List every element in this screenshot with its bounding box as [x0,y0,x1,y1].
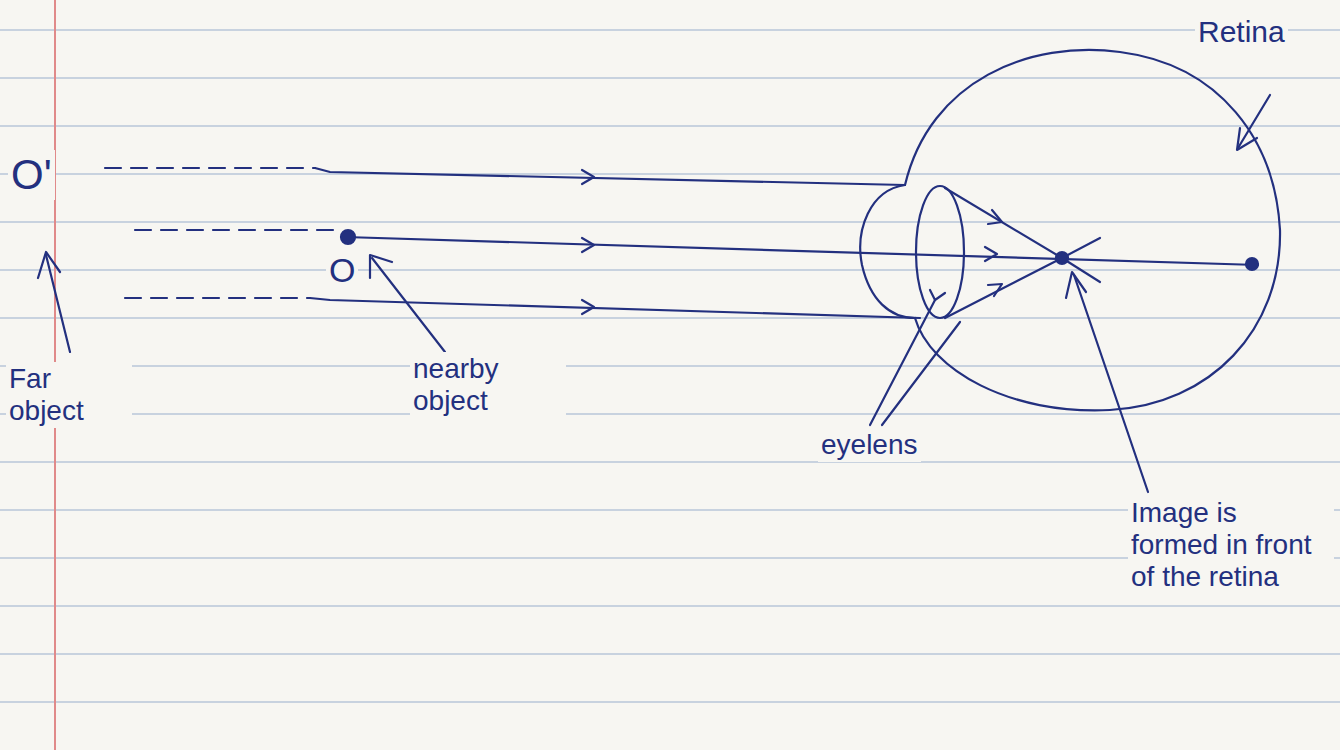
part-label: eyelens [818,428,921,462]
callout-note: Image is formed in front of the retina [1128,496,1334,595]
ink-drawing [38,50,1280,492]
object-marker: O [326,250,358,291]
object-label: nearby object [410,352,566,418]
object-marker: O' [8,150,55,200]
focus-point [1056,252,1068,264]
leader-lines [38,95,1270,492]
eye-lens [916,186,964,318]
paper-ruling [0,30,1340,702]
retina-point [1246,258,1258,270]
light-rays [310,168,1258,318]
cornea [860,185,915,318]
object-label: Far object [6,362,132,428]
part-label: Retina [1195,14,1288,51]
dashed-rays [105,168,335,298]
near-object-dot [341,230,355,244]
eyeball-outline [905,50,1280,410]
